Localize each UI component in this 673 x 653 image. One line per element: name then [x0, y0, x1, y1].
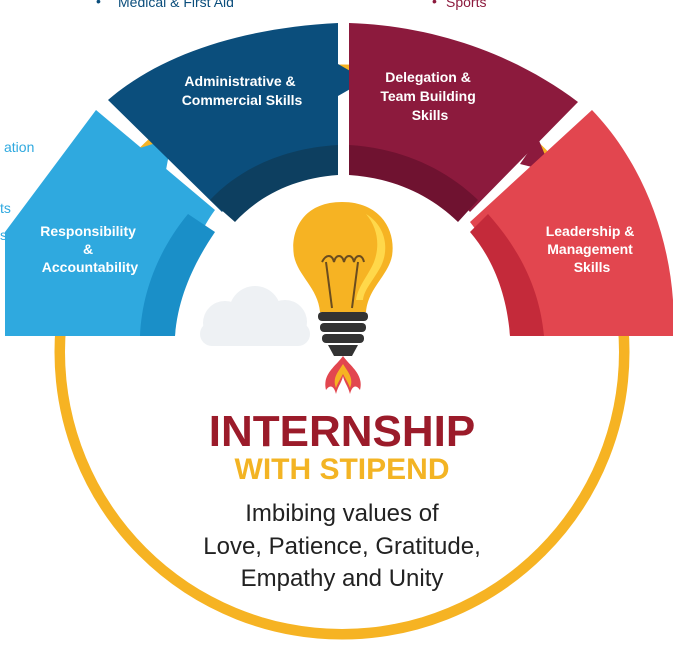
- segment-label-administrative: Administrative & Commercial Skills: [182, 73, 303, 108]
- leadership-line-1: Leadership &: [546, 223, 635, 239]
- side-fragment-3: s: [0, 227, 7, 243]
- values-line-3: Empathy and Unity: [241, 565, 444, 592]
- side-fragment-2: ts: [0, 200, 11, 216]
- segment-administrative-inner: [210, 145, 338, 222]
- segment-delegation: [349, 23, 578, 212]
- segment-label-delegation: Delegation & Team Building Skills: [380, 69, 479, 123]
- top-right-item: Sports: [446, 0, 486, 10]
- segment-label-leadership: Leadership & Management Skills: [546, 223, 639, 275]
- top-left-item: Medical & First Aid: [118, 0, 234, 10]
- top-left-bullet: •: [96, 0, 101, 9]
- responsibility-line-2: &: [83, 241, 93, 257]
- segment-leadership-inner: [470, 214, 544, 336]
- values-line-2: Love, Patience, Gratitude,: [203, 533, 481, 560]
- segment-label-responsibility: Responsibility & Accountability: [40, 223, 140, 275]
- leadership-line-2: Management: [547, 241, 633, 257]
- delegation-line-2: Team Building: [380, 88, 475, 104]
- side-fragment-1: ation: [4, 139, 34, 155]
- responsibility-line-1: Responsibility: [40, 223, 136, 239]
- delegation-line-3: Skills: [412, 107, 449, 123]
- administrative-line-1: Administrative &: [184, 73, 295, 89]
- leadership-line-3: Skills: [574, 259, 611, 275]
- center-title: INTERNSHIP: [209, 407, 475, 456]
- values-line-1: Imbibing values of: [245, 500, 439, 527]
- delegation-line-1: Delegation &: [385, 69, 471, 85]
- cloud-icon: [200, 286, 310, 346]
- segment-administrative: [108, 23, 338, 212]
- center-subtitle: WITH STIPEND: [235, 453, 450, 486]
- administrative-line-2: Commercial Skills: [182, 92, 303, 108]
- segment-responsibility-inner: [140, 214, 215, 336]
- responsibility-line-3: Accountability: [42, 259, 139, 275]
- segment-delegation-inner: [349, 145, 478, 222]
- top-right-bullet: •: [432, 0, 437, 9]
- lightbulb-rocket-icon: [293, 202, 393, 394]
